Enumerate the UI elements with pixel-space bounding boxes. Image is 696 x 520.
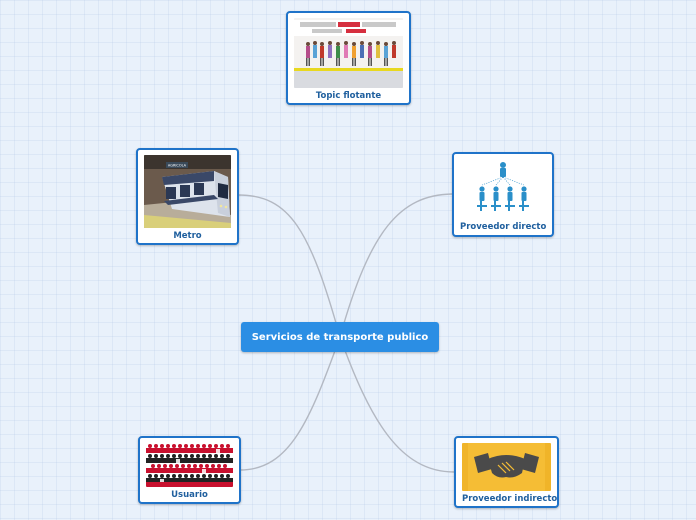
crowd-image [146, 443, 233, 487]
metro-node[interactable]: AGRICOLA Metro [136, 148, 239, 245]
topic-flotante-label: Topic flotante [315, 91, 382, 101]
connector-proveedor-indirecto [339, 336, 455, 473]
crowd-platform-image [294, 18, 403, 88]
station-sign-text: AGRICOLA [168, 164, 187, 168]
handshake-image [462, 443, 551, 491]
proveedor-directo-node[interactable]: Proveedor directo [452, 152, 554, 237]
metro-train-image: AGRICOLA [144, 155, 231, 228]
topic-flotante-node[interactable]: Topic flotante [286, 11, 411, 105]
connector-metro [237, 194, 341, 338]
central-topic-label: Servicios de transporte publico [251, 331, 429, 343]
proveedor-directo-label: Proveedor directo [460, 222, 547, 232]
proveedor-indirecto-label: Proveedor indirecto [462, 494, 558, 504]
proveedor-indirecto-node[interactable]: Proveedor indirecto [454, 436, 559, 508]
org-chart-image [460, 159, 546, 219]
usuario-node[interactable]: Usuario [138, 436, 241, 504]
usuario-label: Usuario [171, 490, 208, 500]
connector-usuario [239, 336, 341, 471]
central-topic[interactable]: Servicios de transporte publico [241, 322, 439, 352]
connector-proveedor-directo [339, 193, 453, 338]
metro-label: Metro [173, 231, 202, 241]
